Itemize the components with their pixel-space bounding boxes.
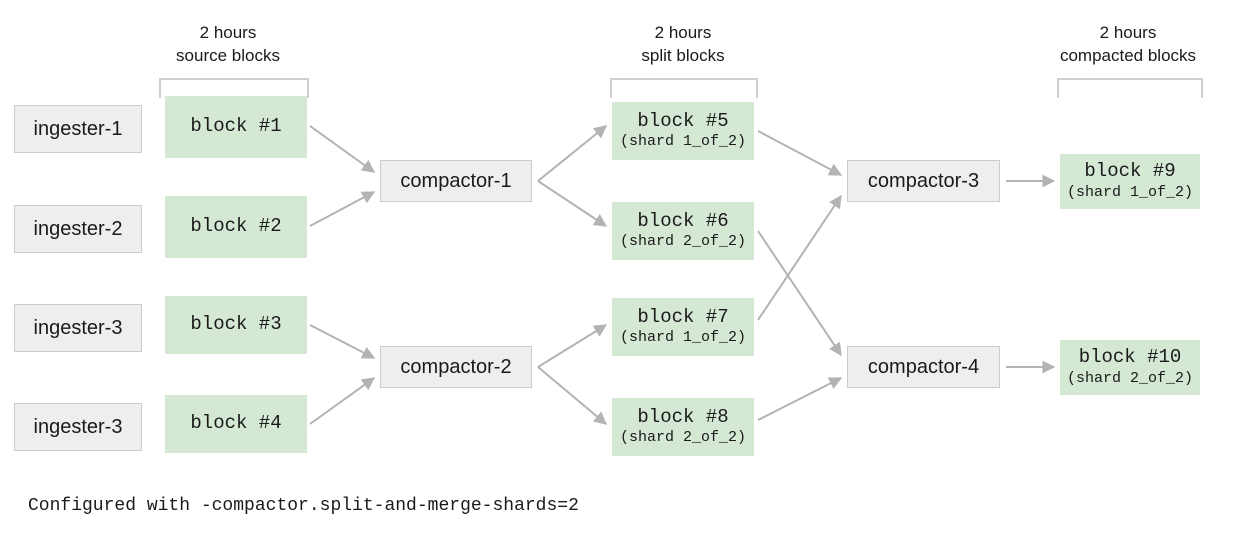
column-header-split-line2: split blocks bbox=[641, 45, 725, 65]
node-split-block-6[interactable]: block #6 (shard 2_of_2) bbox=[612, 202, 754, 260]
column-header-split: 2 hours split blocks bbox=[610, 22, 756, 68]
source-block-1-title: block #1 bbox=[190, 115, 282, 138]
ingester-4-label: ingester-3 bbox=[33, 416, 123, 438]
split-block-5-shard: (shard 1_of_2) bbox=[619, 133, 747, 151]
compactor-4-label: compactor-4 bbox=[867, 356, 980, 378]
ingester-3-label: ingester-3 bbox=[33, 317, 123, 339]
node-ingester-4[interactable]: ingester-3 bbox=[14, 403, 142, 451]
column-bracket-compacted bbox=[1057, 78, 1203, 98]
node-split-block-5[interactable]: block #5 (shard 1_of_2) bbox=[612, 102, 754, 160]
compacted-block-10-shard: (shard 2_of_2) bbox=[1066, 369, 1194, 387]
edge-block6-to-compactor4 bbox=[757, 230, 842, 357]
column-header-compacted-line2: compacted blocks bbox=[1059, 45, 1197, 65]
column-bracket-split bbox=[610, 78, 758, 98]
node-source-block-3[interactable]: block #3 bbox=[165, 296, 307, 354]
split-block-7-title: block #7 bbox=[637, 305, 729, 328]
source-block-2-title: block #2 bbox=[190, 215, 282, 238]
edge-block4-to-compactor2 bbox=[309, 377, 376, 425]
node-ingester-1[interactable]: ingester-1 bbox=[14, 105, 142, 153]
node-source-block-2[interactable]: block #2 bbox=[165, 196, 307, 258]
ingester-2-label: ingester-2 bbox=[33, 218, 123, 240]
node-source-block-4[interactable]: block #4 bbox=[165, 395, 307, 453]
footnote-configuration: Configured with -compactor.split-and-mer… bbox=[28, 496, 579, 516]
edge-block3-to-compactor2 bbox=[309, 324, 376, 359]
edge-block1-to-compactor1 bbox=[309, 125, 376, 173]
node-compactor-3[interactable]: compactor-3 bbox=[847, 160, 1000, 202]
compacted-block-9-shard: (shard 1_of_2) bbox=[1066, 183, 1194, 201]
node-compactor-1[interactable]: compactor-1 bbox=[380, 160, 532, 202]
column-header-compacted: 2 hours compacted blocks bbox=[1052, 22, 1204, 68]
source-block-4-title: block #4 bbox=[190, 412, 282, 435]
edge-block2-to-compactor1 bbox=[309, 191, 376, 227]
column-header-source: 2 hours source blocks bbox=[155, 22, 301, 68]
compacted-block-10-title: block #10 bbox=[1078, 346, 1182, 369]
node-split-block-8[interactable]: block #8 (shard 2_of_2) bbox=[612, 398, 754, 456]
node-split-block-7[interactable]: block #7 (shard 1_of_2) bbox=[612, 298, 754, 356]
column-bracket-source bbox=[159, 78, 309, 98]
split-block-7-shard: (shard 1_of_2) bbox=[619, 329, 747, 347]
node-ingester-3[interactable]: ingester-3 bbox=[14, 304, 142, 352]
node-compacted-block-10[interactable]: block #10 (shard 2_of_2) bbox=[1060, 340, 1200, 395]
split-block-5-title: block #5 bbox=[637, 109, 729, 132]
split-block-6-shard: (shard 2_of_2) bbox=[619, 233, 747, 251]
split-block-8-shard: (shard 2_of_2) bbox=[619, 429, 747, 447]
column-header-compacted-line1: 2 hours bbox=[1099, 23, 1157, 42]
compactor-2-label: compactor-2 bbox=[400, 356, 512, 378]
split-block-6-title: block #6 bbox=[637, 209, 729, 232]
node-source-block-1[interactable]: block #1 bbox=[165, 96, 307, 158]
edge-compactor1-to-block5 bbox=[537, 125, 608, 182]
column-header-source-line2: source blocks bbox=[176, 45, 280, 65]
edge-compactor2-to-block7 bbox=[537, 324, 608, 368]
edge-block5-to-compactor3 bbox=[757, 130, 843, 176]
split-block-8-title: block #8 bbox=[637, 405, 729, 428]
edge-compactor2-to-block8 bbox=[537, 366, 607, 425]
edge-compactor1-to-block6 bbox=[537, 180, 608, 227]
compactor-1-label: compactor-1 bbox=[400, 170, 512, 192]
node-compactor-4[interactable]: compactor-4 bbox=[847, 346, 1000, 388]
edge-block7-to-compactor3 bbox=[757, 194, 842, 321]
compacted-block-9-title: block #9 bbox=[1084, 160, 1176, 183]
node-compactor-2[interactable]: compactor-2 bbox=[380, 346, 532, 388]
compactor-3-label: compactor-3 bbox=[867, 170, 980, 192]
edge-block8-to-compactor4 bbox=[757, 377, 843, 421]
column-header-source-line1: 2 hours bbox=[199, 23, 257, 42]
source-block-3-title: block #3 bbox=[190, 313, 282, 336]
ingester-1-label: ingester-1 bbox=[33, 118, 123, 140]
column-header-split-line1: 2 hours bbox=[654, 23, 712, 42]
node-ingester-2[interactable]: ingester-2 bbox=[14, 205, 142, 253]
node-compacted-block-9[interactable]: block #9 (shard 1_of_2) bbox=[1060, 154, 1200, 209]
